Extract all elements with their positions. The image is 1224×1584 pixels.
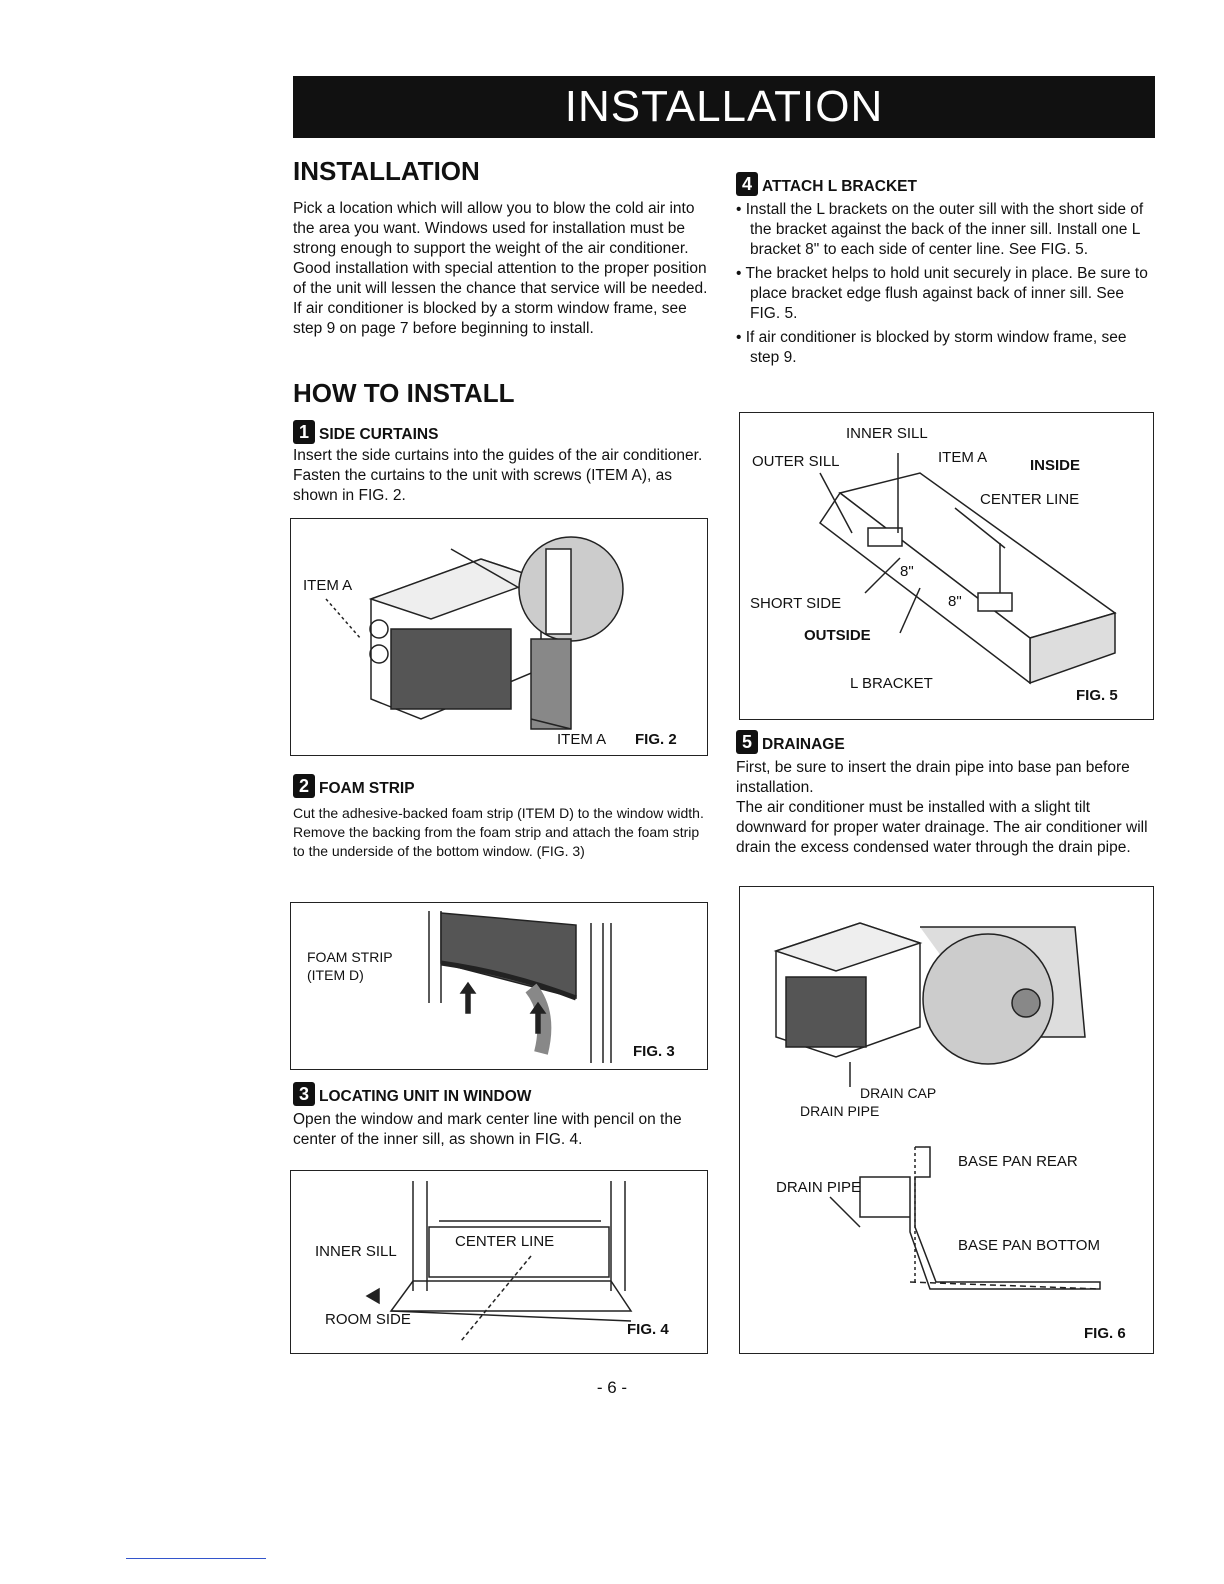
figure-3: FOAM STRIP (ITEM D) FIG. 3: [290, 902, 708, 1070]
step-4-bullet-2: • The bracket helps to hold unit securel…: [736, 265, 1148, 322]
step-2-text-1: Cut the adhesive-backed foam strip (ITEM…: [293, 805, 704, 821]
step-3-title: LOCATING UNIT IN WINDOW: [319, 1088, 532, 1105]
fig5-eight-inch-2: 8": [948, 593, 962, 610]
step-1-text: Insert the side curtains into the guides…: [293, 447, 703, 504]
step-5-heading: 5 DRAINAGE: [736, 730, 1156, 754]
fig5-short-side: SHORT SIDE: [750, 595, 842, 612]
step-4: 4 ATTACH L BRACKET • Install the L brack…: [736, 172, 1156, 372]
footer-line: [126, 1558, 266, 1559]
figure-6: DRAIN CAP DRAIN PIPE BASE PAN REAR DRAIN…: [739, 886, 1154, 1354]
step-3-text: Open the window and mark center line wit…: [293, 1111, 682, 1148]
installation-text: Pick a location which will allow you to …: [293, 200, 708, 297]
figure-4: INNER SILL CENTER LINE ROOM SIDE FIG. 4: [290, 1170, 708, 1354]
installation-section: INSTALLATION Pick a location which will …: [293, 156, 713, 339]
step-1: 1 SIDE CURTAINS Insert the side curtains…: [293, 420, 713, 506]
step-2-number: 2: [293, 774, 315, 798]
fig6-caption: FIG. 6: [1084, 1325, 1126, 1342]
step-4-bullet-3: • If air conditioner is blocked by storm…: [736, 329, 1127, 366]
step-2-text-2: Remove the backing from the foam strip a…: [293, 824, 700, 859]
fig5-outer-sill: OUTER SILL: [752, 453, 840, 470]
fig6-drain-pipe-bottom: DRAIN PIPE: [776, 1179, 862, 1196]
fig5-inner-sill: INNER SILL: [846, 425, 928, 442]
step-5-number: 5: [736, 730, 758, 754]
fig5-inside: INSIDE: [1030, 457, 1081, 474]
fig6-drain-cap: DRAIN CAP: [860, 1085, 937, 1101]
storm-window-note: If air conditioner is blocked by a storm…: [293, 300, 687, 337]
page-banner: INSTALLATION: [293, 76, 1155, 138]
fig3-caption: FIG. 3: [633, 1043, 675, 1060]
step-1-heading: 1 SIDE CURTAINS: [293, 420, 713, 444]
fig4-inner-sill: INNER SILL: [315, 1243, 397, 1260]
step-3-heading: 3 LOCATING UNIT IN WINDOW: [293, 1082, 713, 1106]
fig5-eight-inch-1: 8": [900, 563, 914, 580]
how-to-install-heading-wrap: HOW TO INSTALL: [293, 378, 713, 409]
window-sill-illustration: [365, 1181, 633, 1342]
fig5-l-bracket: L BRACKET: [850, 675, 933, 692]
fig2-item-a-bottom: ITEM A: [557, 731, 607, 748]
fig4-caption: FIG. 4: [627, 1321, 669, 1338]
step-5: 5 DRAINAGE First, be sure to insert the …: [736, 730, 1156, 858]
fig6-drain-pipe-top: DRAIN PIPE: [800, 1103, 880, 1119]
fig5-center-line: CENTER LINE: [980, 491, 1080, 508]
step-3: 3 LOCATING UNIT IN WINDOW Open the windo…: [293, 1082, 713, 1150]
fig6-base-pan-bottom: BASE PAN BOTTOM: [958, 1237, 1100, 1254]
air-conditioner-illustration: [325, 536, 624, 730]
fig4-room-side: ROOM SIDE: [325, 1311, 411, 1328]
fig5-outside: OUTSIDE: [804, 627, 871, 644]
step-1-title: SIDE CURTAINS: [319, 426, 439, 443]
step-2-heading: 2 FOAM STRIP: [293, 774, 713, 798]
step-4-number: 4: [736, 172, 758, 196]
step-2: 2 FOAM STRIP Cut the adhesive-backed foa…: [293, 774, 713, 861]
foam-strip-illustration: [428, 911, 612, 1063]
step-4-heading: 4 ATTACH L BRACKET: [736, 172, 1156, 196]
step-2-title: FOAM STRIP: [319, 780, 415, 797]
step-5-text-2: The air conditioner must be installed wi…: [736, 799, 1148, 856]
step-1-number: 1: [293, 420, 315, 444]
installation-heading: INSTALLATION: [293, 156, 480, 186]
step-5-title: DRAINAGE: [762, 736, 845, 753]
step-4-title: ATTACH L BRACKET: [762, 178, 917, 195]
figure-2: ITEM A ITEM A FIG. 2: [290, 518, 708, 756]
how-to-install-heading: HOW TO INSTALL: [293, 378, 515, 408]
drainage-illustration: [773, 922, 1101, 1290]
fig6-base-pan-rear: BASE PAN REAR: [958, 1153, 1078, 1170]
step-4-bullet-1: • Install the L brackets on the outer si…: [736, 201, 1144, 258]
figure-5: INNER SILL OUTER SILL ITEM A INSIDE CENT…: [739, 412, 1154, 720]
fig2-item-a-top: ITEM A: [303, 577, 353, 594]
step-5-text-1: First, be sure to insert the drain pipe …: [736, 759, 1130, 796]
step-3-number: 3: [293, 1082, 315, 1106]
page-number: - 6 -: [596, 1378, 628, 1397]
fig4-center-line: CENTER LINE: [455, 1233, 555, 1250]
fig3-foam-strip: FOAM STRIP: [307, 949, 393, 965]
fig5-caption: FIG. 5: [1076, 687, 1118, 704]
fig2-caption: FIG. 2: [635, 731, 677, 748]
fig5-item-a: ITEM A: [938, 449, 988, 466]
fig3-item-d: (ITEM D): [307, 967, 364, 983]
l-bracket-illustration: [818, 453, 1117, 685]
